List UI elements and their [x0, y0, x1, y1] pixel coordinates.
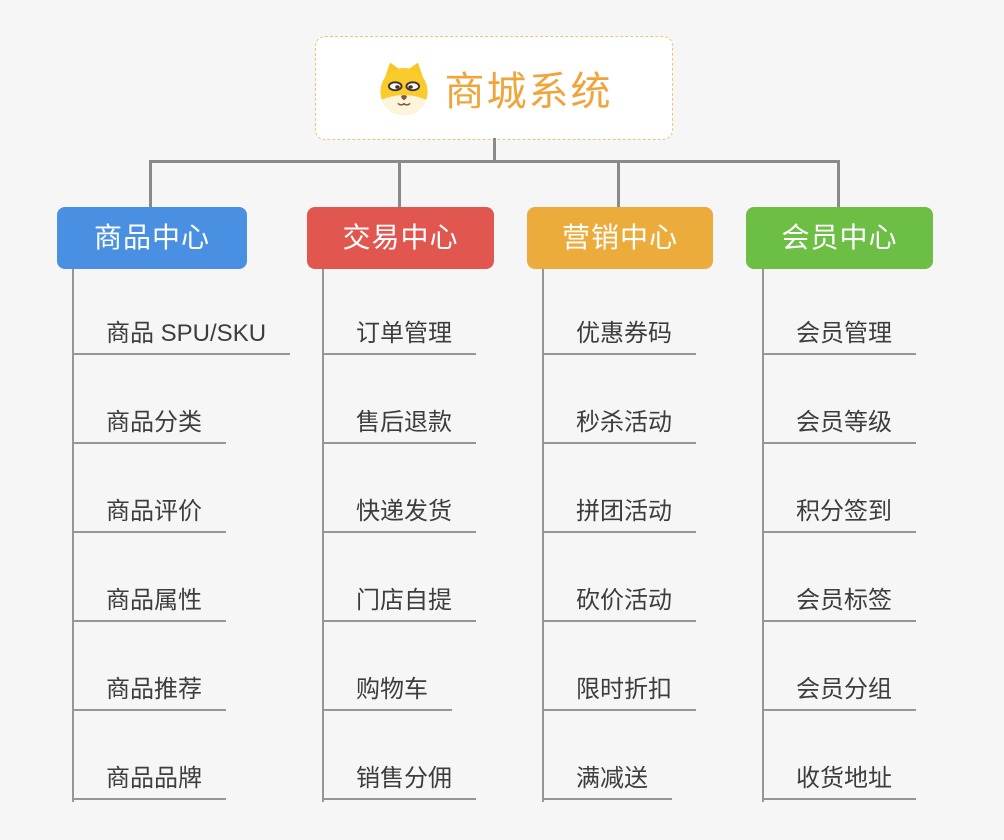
connector-drop-marketing [617, 161, 620, 208]
leaf-item-aftersale-refund[interactable]: 售后退款 [322, 400, 476, 444]
branch-node-marketing-center[interactable]: 营销中心 [527, 207, 713, 269]
leaf-item-product-review[interactable]: 商品评价 [72, 489, 226, 533]
leaf-item-member-group[interactable]: 会员分组 [762, 667, 916, 711]
shiba-dog-icon [379, 62, 428, 116]
leaf-item-member-tag[interactable]: 会员标签 [762, 578, 916, 622]
leaf-item-points-checkin[interactable]: 积分签到 [762, 489, 916, 533]
leaf-item-full-reduction[interactable]: 满减送 [542, 756, 672, 800]
leaf-item-store-pickup[interactable]: 门店自提 [322, 578, 476, 622]
branch-node-product-center[interactable]: 商品中心 [57, 207, 247, 269]
connector-bus [149, 160, 840, 163]
leaf-item-shipping-address[interactable]: 收货地址 [762, 756, 916, 800]
leaf-item-group-buy[interactable]: 拼团活动 [542, 489, 696, 533]
leaf-item-coupon-code[interactable]: 优惠券码 [542, 311, 696, 355]
branch-node-trade-center[interactable]: 交易中心 [307, 207, 494, 269]
leaf-item-product-attribute[interactable]: 商品属性 [72, 578, 226, 622]
leaf-item-limited-time-discount[interactable]: 限时折扣 [542, 667, 696, 711]
root-node-mall-system[interactable]: 商城系统 [315, 36, 673, 140]
connector-root-stem [493, 138, 496, 162]
leaf-item-product-category[interactable]: 商品分类 [72, 400, 226, 444]
connector-drop-member [837, 161, 840, 208]
leaf-item-order-management[interactable]: 订单管理 [322, 311, 476, 355]
leaf-item-product-brand[interactable]: 商品品牌 [72, 756, 226, 800]
leaf-item-bargain-activity[interactable]: 砍价活动 [542, 578, 696, 622]
branch-spine-member [762, 269, 764, 802]
leaf-item-member-management[interactable]: 会员管理 [762, 311, 916, 355]
leaf-item-flash-sale[interactable]: 秒杀活动 [542, 400, 696, 444]
leaf-item-sales-commission[interactable]: 销售分佣 [322, 756, 476, 800]
connector-drop-trade [398, 161, 401, 208]
leaf-item-product-spu-sku[interactable]: 商品 SPU/SKU [72, 311, 291, 355]
leaf-item-express-shipping[interactable]: 快递发货 [322, 489, 476, 533]
branch-node-member-center[interactable]: 会员中心 [746, 207, 933, 269]
leaf-item-shopping-cart[interactable]: 购物车 [322, 667, 452, 711]
leaf-item-product-recommend[interactable]: 商品推荐 [72, 667, 226, 711]
branch-spine-marketing [542, 269, 544, 802]
branch-spine-product [72, 269, 74, 802]
connector-drop-product [149, 161, 152, 208]
root-title: 商城系统 [444, 70, 613, 114]
branch-spine-trade [322, 269, 324, 802]
leaf-item-member-level[interactable]: 会员等级 [762, 400, 916, 444]
